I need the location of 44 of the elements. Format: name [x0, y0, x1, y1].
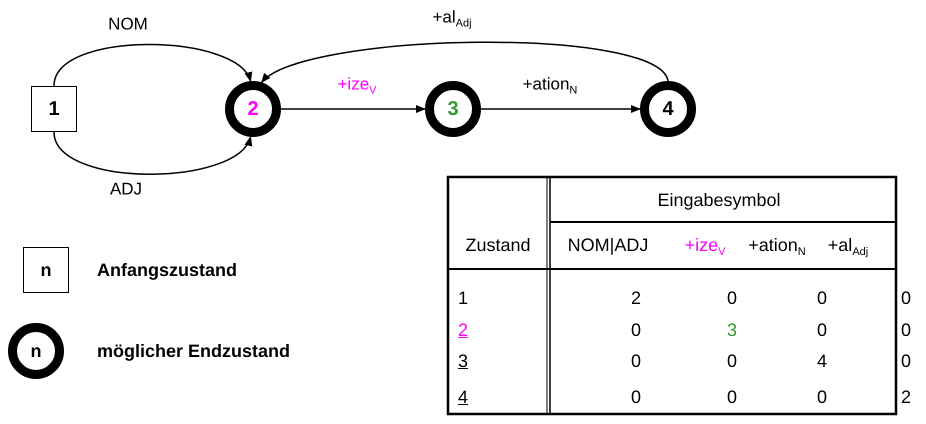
- state-box: n: [23, 247, 69, 293]
- state-circle: 4: [640, 81, 696, 137]
- table-value: 0: [901, 352, 911, 370]
- row-header: Zustand: [465, 236, 531, 254]
- table-value: 0: [631, 388, 641, 406]
- arrow: [260, 42, 669, 83]
- table-value: 0: [901, 321, 911, 339]
- table-value: 2: [631, 289, 641, 307]
- table-value: 0: [631, 352, 641, 370]
- arrow: [281, 105, 426, 113]
- arrow: [53, 132, 252, 175]
- edge-label: ADJ: [110, 180, 142, 198]
- column-header: +ize$_{V}$: [684, 236, 726, 258]
- legend-text: möglicher Endzustand: [97, 341, 290, 362]
- table-value: 0: [631, 321, 641, 339]
- state-box: 1: [31, 86, 77, 132]
- table-value: 0: [727, 289, 737, 307]
- edge-label: +al$_{Adj}$: [432, 8, 472, 30]
- edge-label: NOM: [108, 16, 148, 32]
- state-circle: 3: [425, 81, 481, 137]
- table-value: 4: [817, 352, 827, 370]
- state-circle: 2: [225, 81, 281, 137]
- column-header: +al$_{Adj}$: [828, 236, 868, 258]
- column-header: +ation$_{N}$: [748, 236, 806, 258]
- table-value: 0: [727, 388, 737, 406]
- table-value: 0: [901, 289, 911, 307]
- state-number: 4: [458, 388, 468, 406]
- table-value: 0: [817, 388, 827, 406]
- state-number: 3: [458, 352, 468, 370]
- state-number: 2: [458, 321, 468, 339]
- column-header: Eingabesymbol: [657, 191, 781, 209]
- arrow: [53, 44, 252, 86]
- state-circle: n: [8, 323, 64, 379]
- arrow: [481, 105, 641, 113]
- state-number: 1: [458, 289, 468, 307]
- table-value: 0: [817, 321, 827, 339]
- table-value: 0: [817, 289, 827, 307]
- table-value: 2: [901, 388, 911, 406]
- edge-label: +ation$_{N}$: [522, 76, 578, 96]
- column-header: NOM|ADJ: [568, 236, 648, 254]
- table-value: 3: [727, 321, 737, 339]
- edge-label: +ize$_{V}$: [338, 76, 376, 96]
- table-value: 0: [727, 352, 737, 370]
- legend-text: Anfangszustand: [97, 260, 238, 281]
